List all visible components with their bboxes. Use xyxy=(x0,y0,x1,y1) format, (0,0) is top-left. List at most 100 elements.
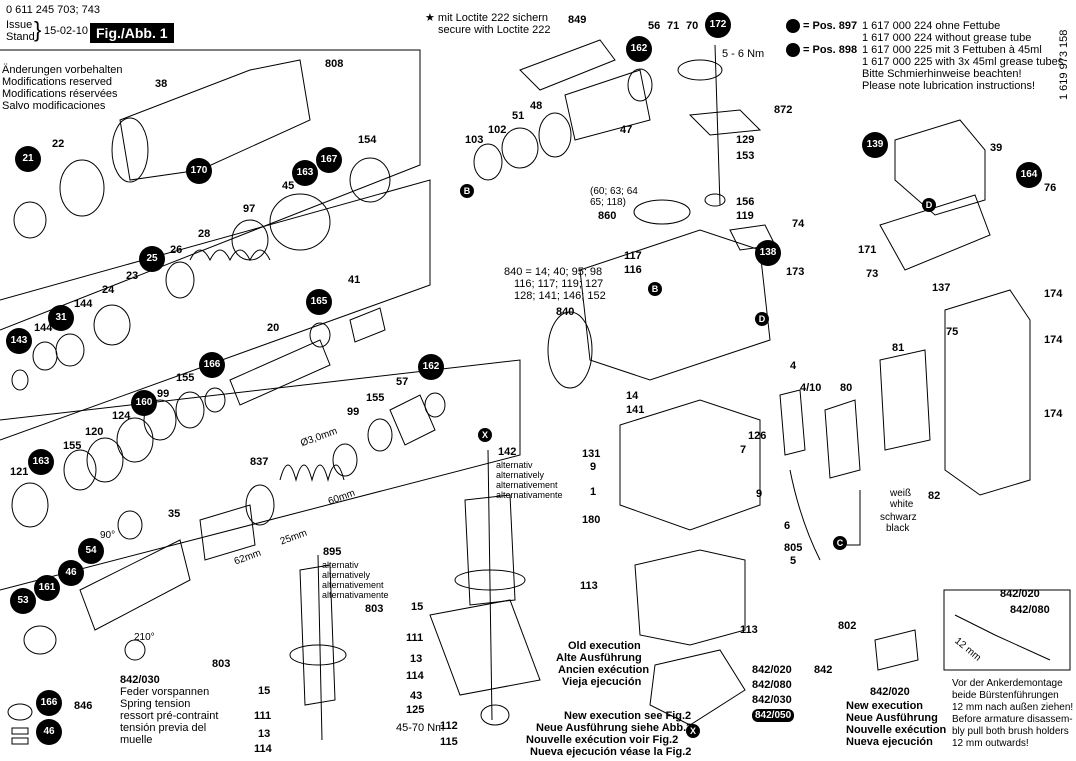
part-label: 142 xyxy=(498,446,517,458)
part-label: 51 xyxy=(512,110,525,122)
part-label: 13 xyxy=(258,728,271,740)
set840-line2: 116; 117; 119; 127 xyxy=(514,278,604,290)
part-label: 849 xyxy=(568,14,587,26)
part-label: 846 xyxy=(74,700,93,712)
part-label: 144 xyxy=(34,322,53,334)
brush-note-line: 12 mm outwards! xyxy=(952,738,1029,749)
circled-ref: 46 xyxy=(58,560,84,586)
circled-ref: D xyxy=(922,198,936,212)
part-label: 174 xyxy=(1044,408,1063,420)
lubrication-note-en: Please note lubrication instructions! xyxy=(862,80,1036,92)
set840-line1: 840 = 14; 40; 95; 98 xyxy=(504,266,603,278)
circled-ref: B xyxy=(460,184,474,198)
part-label: 837 xyxy=(250,456,269,468)
old-exec-line: Vieja ejecución xyxy=(562,676,642,688)
part-label: 153 xyxy=(736,150,755,162)
part-label: 35 xyxy=(168,508,181,520)
part-label: 5 xyxy=(790,555,797,567)
circled-ref: 163 xyxy=(28,449,54,475)
circled-ref: 143 xyxy=(6,328,32,354)
part-label: 895 xyxy=(323,546,342,558)
pos898-line-a: 1 617 000 225 mit 3 Fettuben à 45ml xyxy=(862,44,1042,56)
circled-ref: 161 xyxy=(34,575,60,601)
torque-note-2: 45-70 Nm xyxy=(396,722,445,734)
side-doc-number: 1 619 973 158 xyxy=(1058,29,1070,100)
circled-ref: 164 xyxy=(1016,162,1042,188)
part-label: 180 xyxy=(582,514,601,526)
spring-line: Spring tension xyxy=(120,698,191,710)
part-label: 1 xyxy=(590,486,597,498)
part-label: 842/020 xyxy=(1000,588,1040,600)
wire-label: white xyxy=(890,499,914,510)
angle-210: 210° xyxy=(134,632,155,643)
part-label: 9 xyxy=(590,461,597,473)
part-label: 155 xyxy=(366,392,385,404)
part-label: 144 xyxy=(74,298,93,310)
part-label: 76 xyxy=(1044,182,1057,194)
circled-ref: 46 xyxy=(36,719,62,745)
circled-ref: 162 xyxy=(418,354,444,380)
part-label: 156 xyxy=(736,196,755,208)
part-label: 842/020 xyxy=(870,686,910,698)
part-label: 13 xyxy=(410,653,423,665)
brush-note-line: Vor der Ankerdemontage xyxy=(952,678,1063,689)
part-label: 131 xyxy=(582,448,601,460)
alt-line-armature: alternatively xyxy=(322,570,371,580)
part-label: 113 xyxy=(580,580,598,592)
part-label: 173 xyxy=(786,266,805,278)
circled-ref: C xyxy=(833,536,847,550)
old-exec-line: Old execution xyxy=(568,640,641,652)
circled-ref: 162 xyxy=(626,36,652,62)
lubrication-note-de: Bitte Schmierhinweise beachten! xyxy=(862,68,1022,80)
circled-ref: X xyxy=(478,428,492,442)
alt-line-armature: alternativement xyxy=(322,580,384,590)
part-label: 116 xyxy=(624,264,642,276)
part-label: 872 xyxy=(774,104,793,116)
part-label: 117 xyxy=(624,250,642,262)
part-label: 45 xyxy=(282,180,295,192)
wire-label: black xyxy=(886,523,910,534)
part-label: 115 xyxy=(440,736,458,748)
part-label: 23 xyxy=(126,270,139,282)
circled-ref: 172 xyxy=(705,12,731,38)
part-label: 74 xyxy=(792,218,805,230)
part-label: 38 xyxy=(155,78,168,90)
new-exec-fig2-line: New execution see Fig.2 xyxy=(564,710,692,722)
part-label: 174 xyxy=(1044,334,1063,346)
circled-ref: 166 xyxy=(199,352,225,378)
circled-ref: 54 xyxy=(78,538,104,564)
doc-numbers: 0 611 245 703; 743 xyxy=(6,4,100,16)
alt-line: alternativ xyxy=(496,460,533,470)
grease-dot-icon xyxy=(786,19,800,33)
circled-ref: 139 xyxy=(862,132,888,158)
circled-ref: 21 xyxy=(15,146,41,172)
part-label: 7 xyxy=(740,444,747,456)
alt-line: alternatively xyxy=(496,470,545,480)
spring-title: 842/030 xyxy=(120,674,160,686)
part-label: 174 xyxy=(1044,288,1063,300)
part-label-highlighted: 842/050 xyxy=(752,709,795,722)
brush-note-line: beide Bürstenführungen xyxy=(952,690,1059,701)
part-label: 81 xyxy=(892,342,905,354)
pos897-label: = Pos. 897 xyxy=(803,20,858,32)
modifications-es: Salvo modificaciones xyxy=(2,100,106,112)
modifications-fr: Modifications réservées xyxy=(2,88,118,100)
pos898-label: = Pos. 898 xyxy=(803,44,858,56)
circled-ref: 31 xyxy=(48,305,74,331)
part-label: 80 xyxy=(840,382,853,394)
circled-ref: 25 xyxy=(139,246,165,272)
part-label: 842 xyxy=(814,664,833,676)
part-label: 99 xyxy=(157,388,170,400)
spring-line: ressort pré-contraint xyxy=(120,710,219,722)
brush-note-line: bly pull both brush holders xyxy=(952,726,1069,737)
part-label: 120 xyxy=(85,426,104,438)
part-label: 4/10 xyxy=(800,382,822,394)
new-exec-line: New execution xyxy=(846,700,924,712)
issue-label: Issue xyxy=(6,19,33,31)
part-label: 803 xyxy=(212,658,231,670)
new-exec-line: Nouvelle exécution xyxy=(846,724,947,736)
part-label: 126 xyxy=(748,430,767,442)
modifications-de: Änderungen vorbehalten xyxy=(2,64,123,76)
part-label: 111 xyxy=(254,710,272,722)
issue-brace: } xyxy=(34,17,42,42)
